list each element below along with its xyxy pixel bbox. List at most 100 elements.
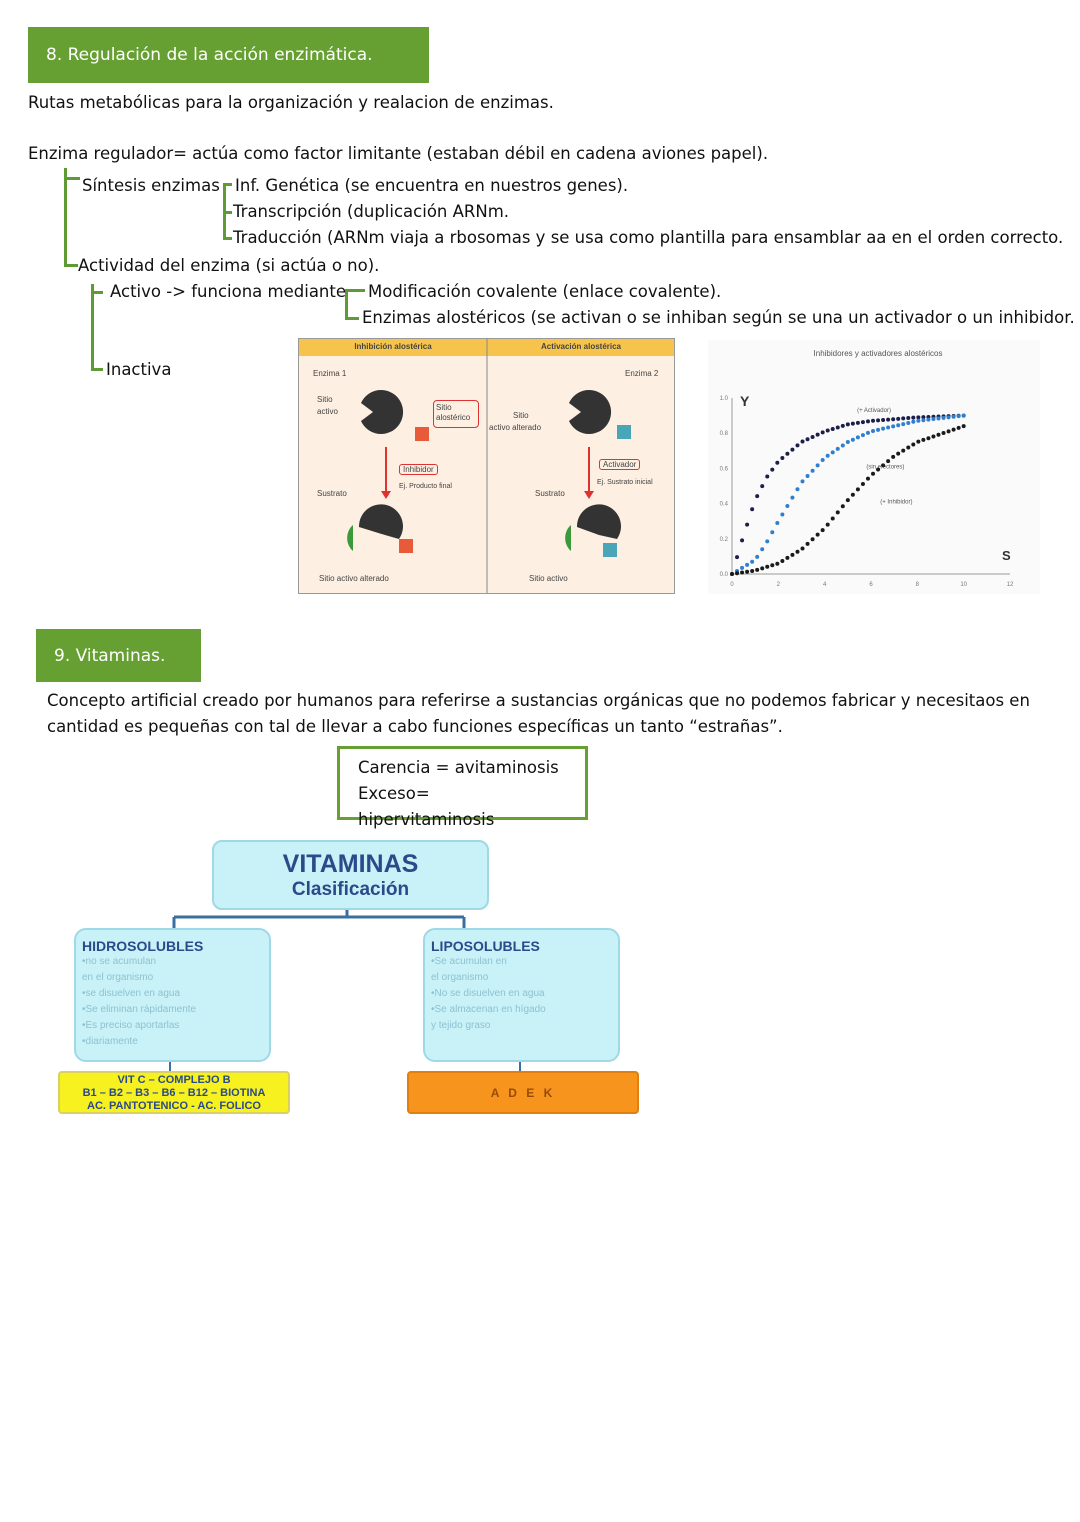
chart-x-tick: 10 [960, 582, 967, 588]
activator-square [617, 425, 631, 439]
chart-point [790, 552, 795, 557]
chart-point [765, 564, 770, 569]
chart-point [815, 532, 820, 537]
tree-line-syn-top [223, 183, 232, 186]
chart-point [735, 571, 740, 576]
chart-point [765, 539, 770, 544]
chart-point [881, 463, 886, 468]
chart-point [850, 421, 855, 426]
lipo-line-4: •Se almacenan en hígado [431, 1004, 546, 1015]
chart-series-label: (+ Activador) [857, 408, 891, 414]
fig-activator: Activador [599, 459, 641, 470]
hydro-title: HIDROSOLUBLES [82, 938, 204, 954]
chart-y-tick: 0.2 [720, 537, 729, 543]
chart-point [891, 417, 896, 422]
chart-point [840, 443, 845, 448]
chart-point [916, 439, 921, 444]
chart-point [936, 432, 941, 437]
chart-point [901, 448, 906, 453]
chart-point [881, 417, 886, 422]
chart-y-label: Y [740, 393, 750, 409]
chart-point [755, 494, 760, 499]
chart-point [815, 432, 820, 437]
chart-series-label: (sin efectores) [866, 464, 904, 470]
allosteric-figure: Inhibición alostérica Activación alostér… [298, 338, 675, 594]
chart-point [835, 425, 840, 430]
chart-point [845, 422, 850, 427]
chart-point [896, 451, 901, 456]
hydro-examples-box: VIT C – COMPLEJO B B1 – B2 – B3 – B6 – B… [58, 1071, 290, 1114]
lipo-line-3: •No se disuelven en agua [431, 988, 545, 999]
hydro-line-6: •diariamente [82, 1036, 138, 1047]
hydro-examples-1: VIT C – COMPLEJO B [117, 1074, 231, 1086]
chart-point [886, 425, 891, 430]
fig-inhibitor: Inhibidor [399, 464, 438, 475]
fig-inhibitor-example: Ej. Producto final [399, 483, 452, 490]
chart-point [921, 437, 926, 442]
chart-point [916, 415, 921, 420]
chart-point [845, 440, 850, 444]
chart-point [775, 521, 780, 526]
chart-point [926, 436, 931, 441]
active-item-2: Enzimas alostéricos (se activan o se inh… [362, 308, 1075, 327]
fig-right-site-1: Sitio [513, 411, 529, 420]
chart-x-tick: 8 [916, 582, 920, 588]
chart-point [805, 474, 810, 479]
chart-point [860, 420, 865, 425]
chart-point [730, 572, 734, 576]
chart-point [775, 561, 780, 566]
section-8-title: 8. Regulación de la acción enzimática. [46, 45, 373, 65]
chart-point [810, 537, 815, 542]
chart-point [780, 558, 785, 563]
chart-point [760, 484, 765, 489]
chart-point [745, 562, 750, 567]
fig-left-title: Inhibición alostérica [354, 342, 432, 351]
chart-point [881, 426, 886, 431]
chart-point [876, 427, 881, 432]
chart-point [956, 414, 961, 419]
chart-point [810, 434, 815, 439]
hydro-examples-2: B1 – B2 – B3 – B6 – B12 – BIOTINA [82, 1087, 266, 1099]
fig-substrate-right: Sustrato [535, 489, 565, 498]
chart-point [906, 420, 911, 425]
chart-point [820, 457, 825, 462]
chart-point [865, 476, 870, 481]
activity-label: Actividad del enzima (si actúa o no). [78, 256, 380, 275]
chart-point [825, 522, 830, 527]
regulator-text: Enzima regulador= actúa como factor limi… [28, 144, 769, 163]
vitamin-connectors [169, 910, 521, 1072]
chart-point [795, 443, 800, 448]
chart-point [911, 442, 916, 447]
enzyme-2-shape [569, 390, 612, 434]
chart-point [886, 459, 891, 464]
chart-point [735, 555, 740, 560]
fig-activator-example: Ej. Sustrato inicial [597, 479, 653, 486]
chart-point [750, 507, 755, 512]
chart-point [946, 415, 951, 420]
tree-line-synthesis [64, 177, 80, 180]
chart-point [860, 482, 865, 487]
chart-point [876, 418, 881, 423]
chart-point [800, 479, 805, 484]
chart-point [805, 541, 810, 546]
chart-x-tick: 4 [823, 582, 827, 588]
chart-point [901, 416, 906, 421]
intro-text: Rutas metabólicas para la organización y… [28, 93, 554, 112]
fig-active-site-bottom: Sitio activo [529, 574, 568, 583]
vitamins-title: VITAMINAS [282, 850, 419, 878]
chart-x-label: S [1002, 548, 1011, 563]
chart-point [921, 418, 926, 423]
chart-y-tick: 0.4 [720, 502, 729, 508]
chart-point [850, 492, 855, 497]
chart-x-tick: 12 [1007, 582, 1014, 588]
lipo-title: LIPOSOLUBLES [431, 938, 540, 954]
vitamin-paragraph-line-2: cantidad es pequeñas con tal de llevar a… [47, 717, 783, 736]
chart-point [785, 451, 790, 456]
chart-point [911, 419, 916, 424]
chart-y-tick: 0.0 [720, 572, 729, 578]
chart-x-tick: 2 [777, 582, 781, 588]
chart-x-tick: 0 [730, 582, 734, 588]
chart-point [871, 428, 876, 433]
chart-point [810, 468, 815, 473]
